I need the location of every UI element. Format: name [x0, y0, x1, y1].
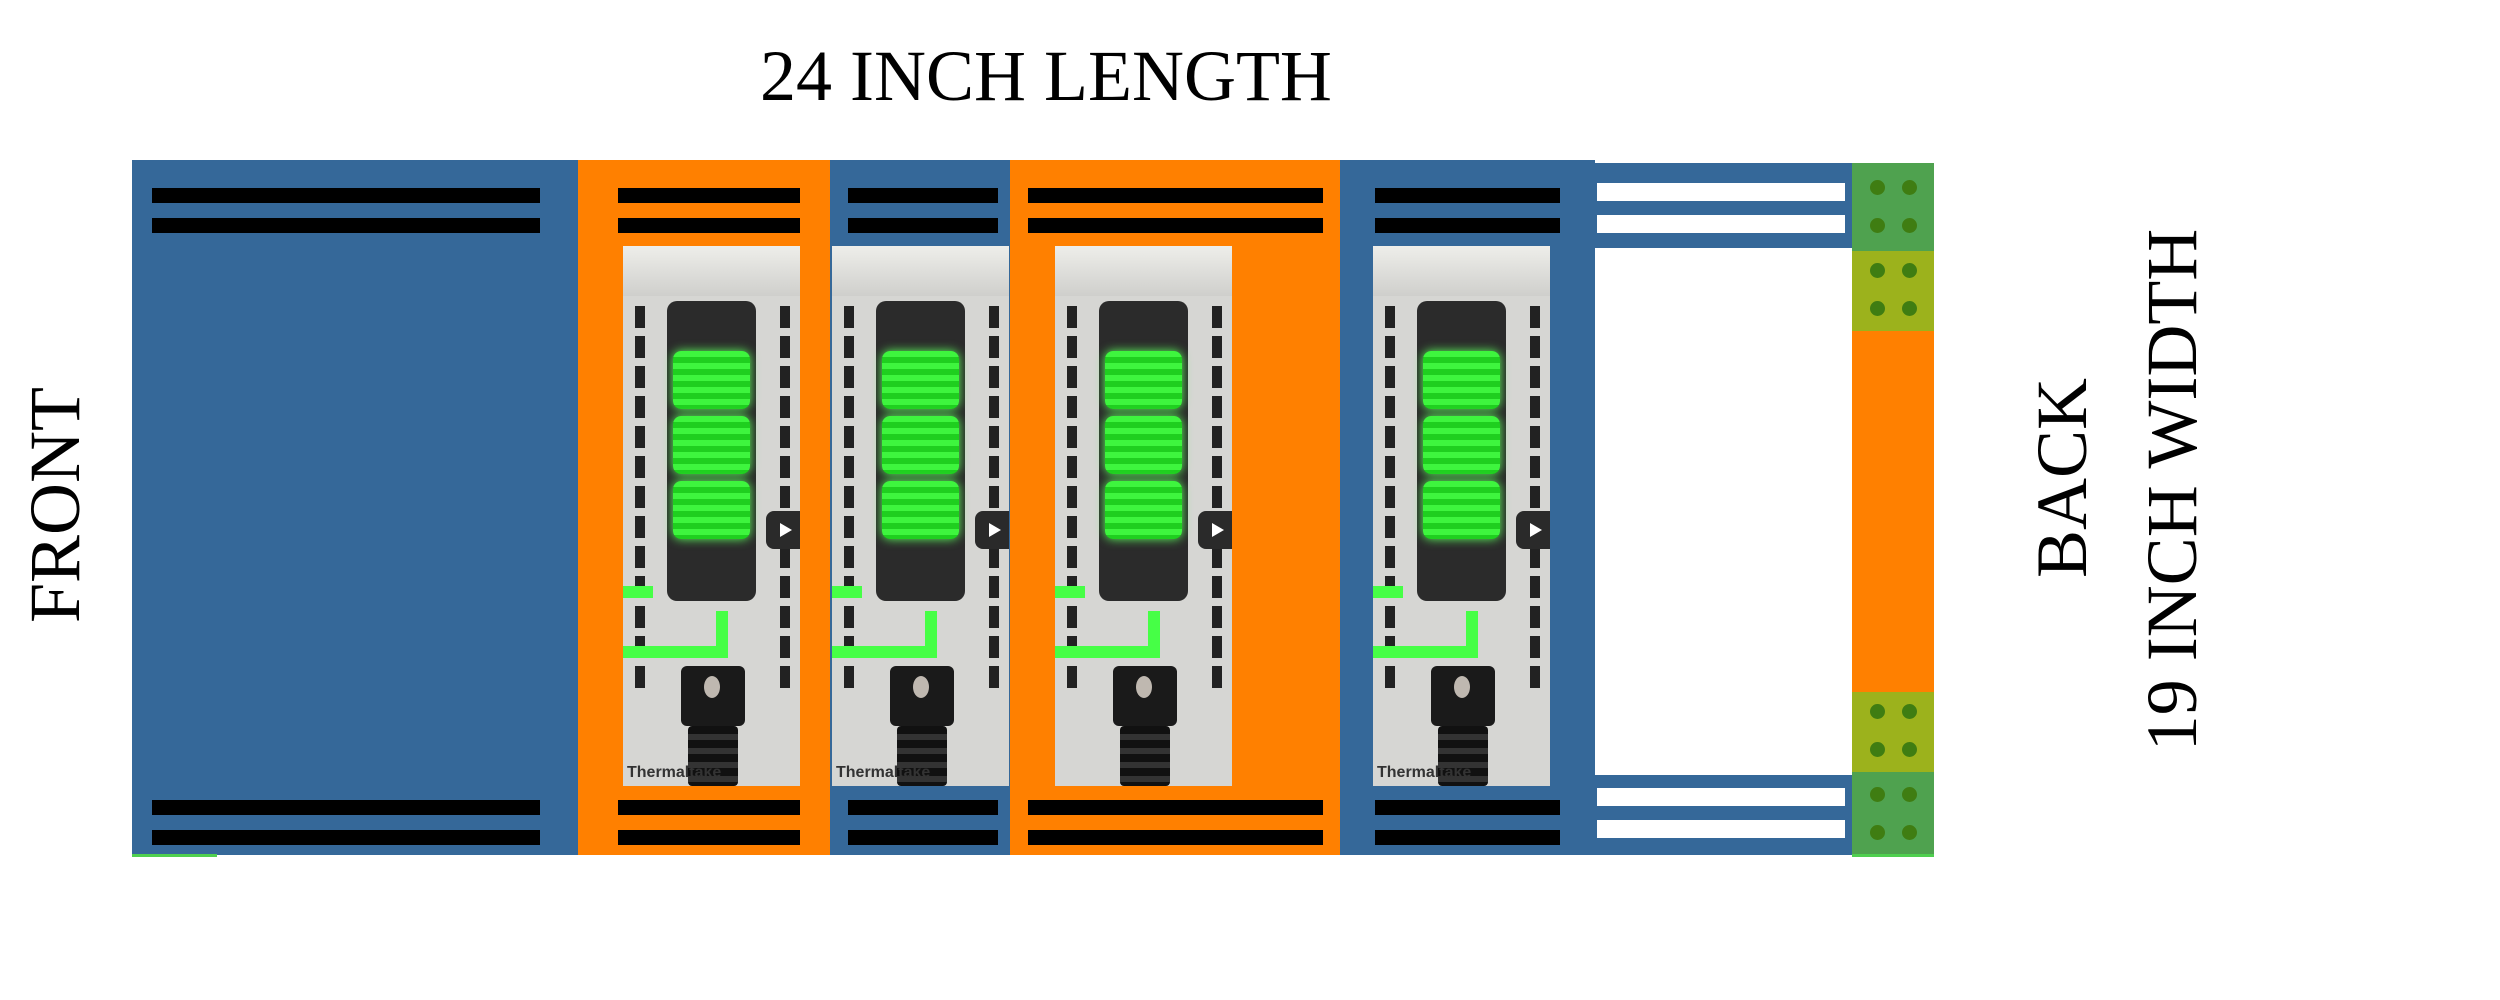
vent-bar: [1028, 800, 1323, 815]
rail-slot: [1597, 215, 1845, 233]
vent-bar: [618, 830, 800, 845]
cooling-unit-photo-4: Thermaltake: [1373, 246, 1550, 786]
vent-bar: [1375, 218, 1560, 233]
connector-block-top-2: [1852, 251, 1934, 331]
brand-logo: Thermaltake: [1377, 764, 1472, 781]
rail-slot: [1597, 788, 1845, 806]
cooling-unit-photo-3: [1055, 246, 1232, 786]
rail-slot: [1597, 183, 1845, 201]
brand-logo: Thermaltake: [627, 764, 722, 781]
connector-block-top: [1852, 163, 1934, 251]
vent-bar: [848, 800, 998, 815]
vent-bar: [848, 188, 998, 203]
edge-mark: [1852, 854, 1934, 857]
vent-bar: [1028, 188, 1323, 203]
connector-block-bottom: [1852, 772, 1934, 855]
play-icon: [1516, 511, 1550, 549]
vent-bar: [1028, 830, 1323, 845]
play-icon: [766, 511, 800, 549]
vent-bar: [152, 800, 540, 815]
rear-rail-top: [1595, 163, 1875, 248]
vent-bar: [618, 188, 800, 203]
connector-block-bottom-2: [1852, 692, 1934, 772]
vent-bar: [618, 800, 800, 815]
vent-bar: [152, 830, 540, 845]
vent-bar: [152, 218, 540, 233]
vent-bar: [1375, 188, 1560, 203]
play-icon: [975, 511, 1009, 549]
front-panel: [132, 160, 578, 855]
rear-rail-bottom: [1595, 775, 1875, 855]
length-label: 24 INCH LENGTH: [760, 36, 1332, 116]
cooling-unit-photo-2: Thermaltake: [832, 246, 1009, 786]
play-icon: [1198, 511, 1232, 549]
cooling-unit-photo-1: Thermaltake: [623, 246, 800, 786]
vent-bar: [152, 188, 540, 203]
vent-bar: [848, 218, 998, 233]
vent-bar: [1028, 218, 1323, 233]
brand-logo: Thermaltake: [836, 764, 931, 781]
edge-mark: [132, 854, 217, 857]
vent-bar: [1375, 830, 1560, 845]
rail-slot: [1597, 820, 1845, 838]
vent-bar: [848, 830, 998, 845]
vent-bar: [1375, 800, 1560, 815]
vent-bar: [618, 218, 800, 233]
